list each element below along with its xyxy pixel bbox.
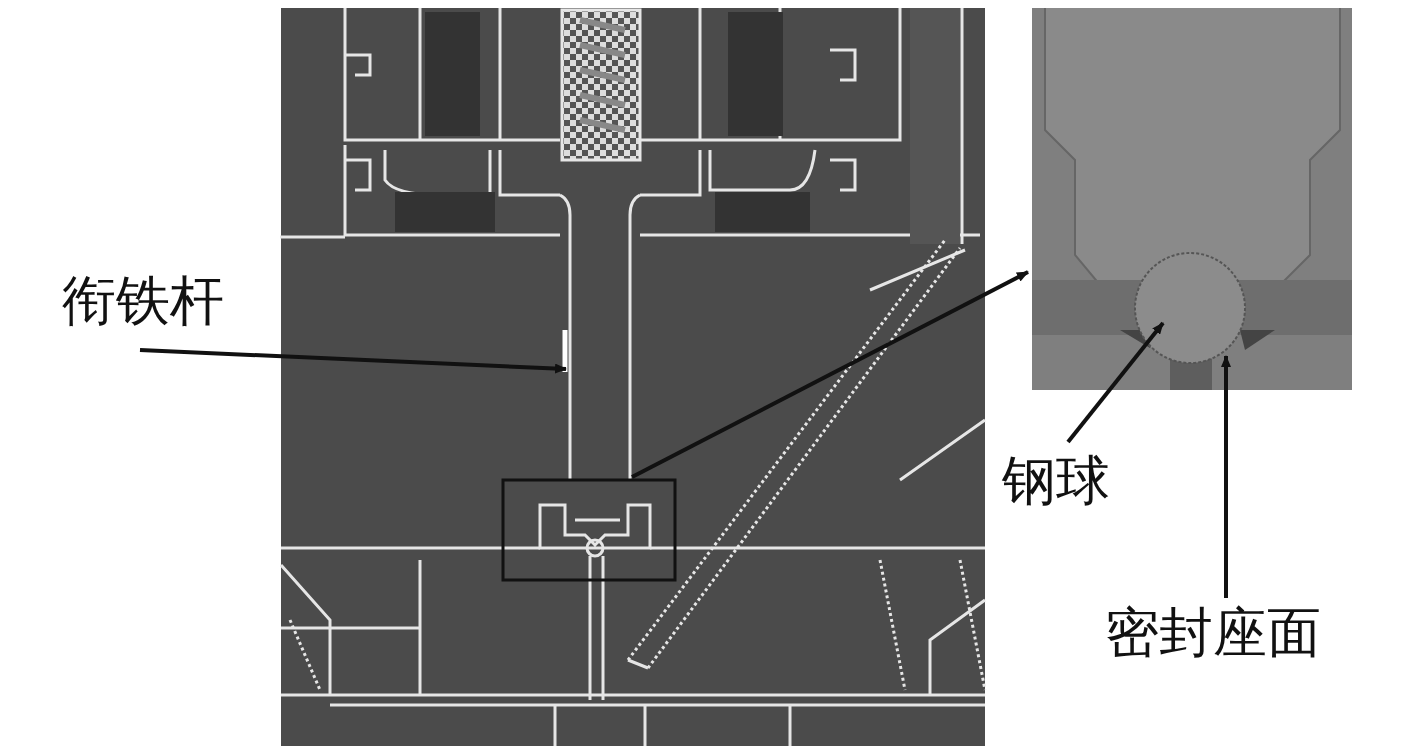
inset-view [1032,8,1352,390]
leader-lines [140,272,1226,598]
part-label: 衔铁杆 [62,272,224,331]
part-label: 钢球 [1002,452,1110,511]
part-label: 密封座面 [1105,604,1321,663]
section-view [280,8,985,746]
